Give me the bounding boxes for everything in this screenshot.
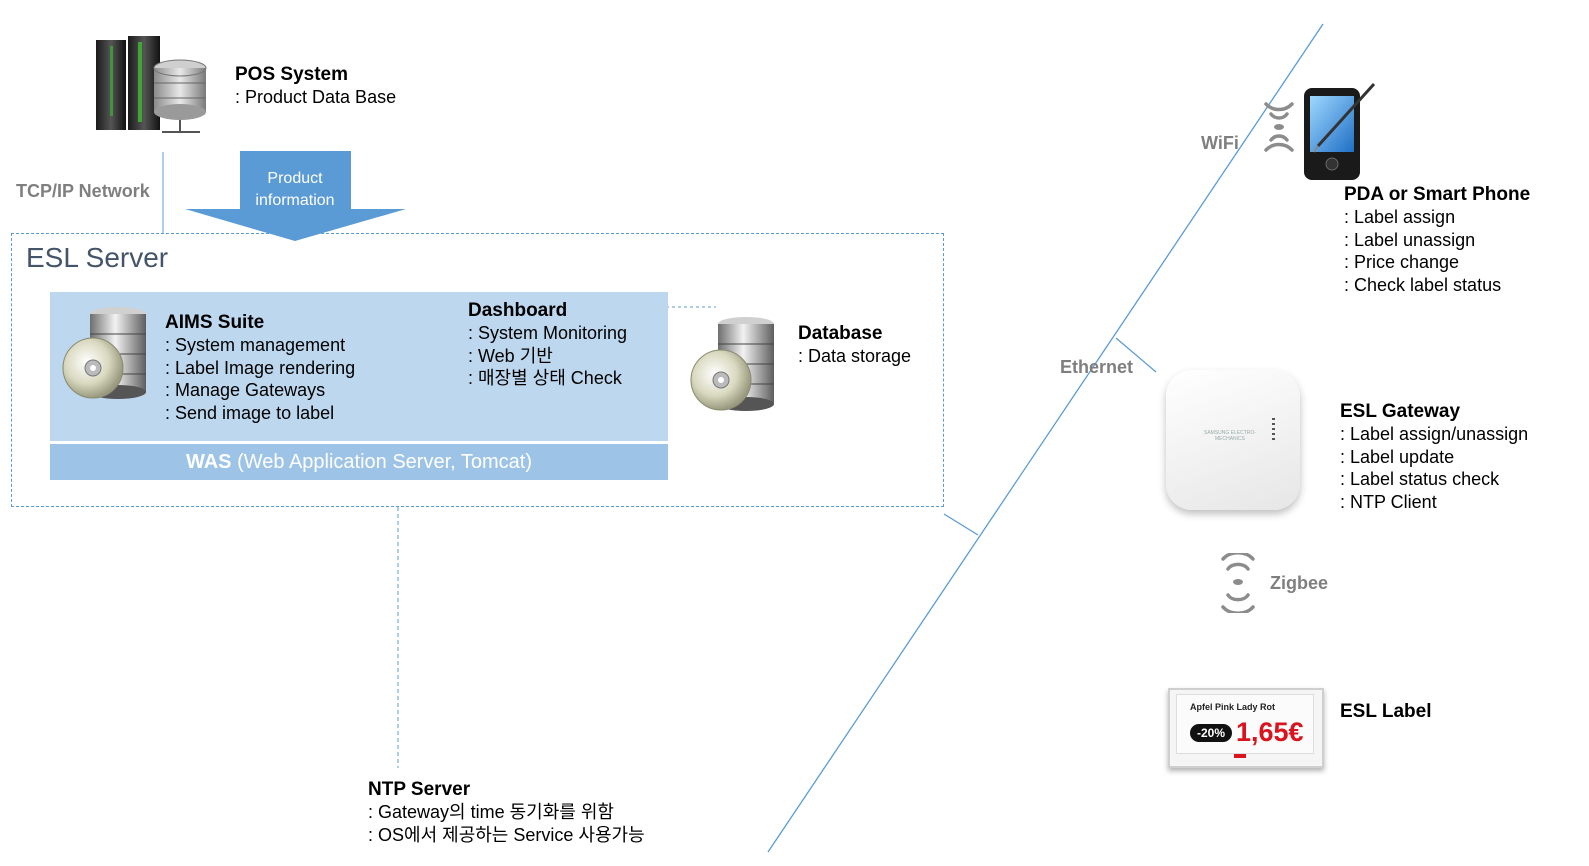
zigbee-signal-icon [1217, 551, 1259, 618]
esl-label-discount: -20% [1190, 724, 1232, 742]
dashboard-text: Dashboard : System Monitoring : Web 기반 :… [468, 300, 627, 390]
tcpip-network-label: TCP/IP Network [16, 181, 150, 201]
was-bar: WAS (Web Application Server, Tomcat) [50, 444, 668, 480]
pda-device-icon [1300, 80, 1384, 187]
esl-label-product-name: Apfel Pink Lady Rot [1190, 702, 1276, 712]
was-rest: (Web Application Server, Tomcat) [231, 451, 533, 473]
esl-label-text: ESL Label [1340, 701, 1432, 723]
ntp-line: : Gateway의 time 동기화를 위함 [368, 802, 614, 822]
esl-gateway-text: ESL Gateway : Label assign/unassign : La… [1340, 401, 1528, 513]
gateway-to-backbone [1115, 337, 1157, 373]
aims-line: : System management [165, 335, 346, 355]
aims-line: : Send image to label [165, 402, 335, 423]
aims-suite-text: AIMS Suite : System management : Label I… [165, 312, 355, 424]
aims-suite-title: AIMS Suite [165, 312, 265, 333]
esl-gateway-title: ESL Gateway [1340, 401, 1461, 422]
gateway-line: : NTP Client [1340, 491, 1437, 512]
esl-label-title: ESL Label [1340, 701, 1432, 722]
dashboard-line: : Web 기반 [468, 345, 553, 366]
database-title: Database [798, 323, 883, 344]
product-arrow-line2: information [255, 192, 335, 209]
product-arrow-line1: Product [267, 170, 323, 187]
database-icon [690, 316, 782, 421]
pda-text: PDA or Smart Phone : Label assign : Labe… [1344, 184, 1530, 296]
gateway-line: : Label update [1340, 446, 1455, 467]
pda-title: PDA or Smart Phone [1344, 184, 1531, 205]
database-text: Database : Data storage [798, 323, 911, 368]
esl-label-price: 1,65€ [1236, 717, 1304, 747]
esl-server-box [11, 233, 944, 507]
dashboard-line: : System Monitoring [468, 323, 628, 343]
application-panel [50, 292, 668, 441]
dashboard-line: : 매장별 상태 Check [468, 368, 622, 388]
dashboard-title: Dashboard [468, 300, 568, 321]
esl-server-title: ESL Server [26, 242, 169, 273]
gateway-line: : Label assign/unassign [1340, 424, 1529, 444]
esl-label-device-icon: Apfel Pink Lady Rot -20% 1,65€ [1168, 688, 1326, 770]
pos-system-line: : Product Data Base [235, 87, 397, 107]
ntp-line: : OS에서 제공하는 Service 사용가능 [368, 824, 645, 845]
pos-server-icon [92, 36, 212, 141]
ntp-server-title: NTP Server [368, 779, 471, 800]
was-bold: WAS [185, 451, 232, 473]
aims-line: : Label Image rendering [165, 357, 356, 378]
pos-system-text: POS System : Product Data Base [235, 64, 396, 109]
wifi-label: WiFi [1201, 133, 1239, 153]
esl-label-logo [1234, 754, 1246, 758]
ntp-server-text: NTP Server : Gateway의 time 동기화를 위함 : OS에… [368, 779, 645, 846]
wifi-signal-icon [1258, 98, 1300, 161]
server-to-backbone [943, 513, 979, 536]
aims-line: : Manage Gateways [165, 380, 326, 400]
pda-line: : Label unassign [1344, 229, 1476, 250]
pos-system-title: POS System [235, 64, 348, 85]
pda-line: : Label assign [1344, 207, 1456, 227]
gateway-led-icon [1272, 418, 1275, 442]
product-information-label: Product information [240, 168, 350, 212]
zigbee-label: Zigbee [1270, 573, 1329, 593]
ethernet-label: Ethernet [1060, 357, 1134, 377]
product-information-arrow [185, 151, 406, 241]
ethernet-backbone [767, 23, 1324, 853]
database-line: : Data storage [798, 346, 912, 366]
esl-gateway-device-icon: SAMSUNG ELECTRO-MECHANICS [1160, 370, 1306, 520]
pda-line: : Price change [1344, 252, 1460, 272]
gateway-line: : Label status check [1340, 469, 1500, 489]
pda-line: : Check label status [1344, 274, 1502, 295]
aims-database-icon [62, 306, 154, 409]
gateway-device-brand: SAMSUNG ELECTRO-MECHANICS [1204, 430, 1256, 442]
